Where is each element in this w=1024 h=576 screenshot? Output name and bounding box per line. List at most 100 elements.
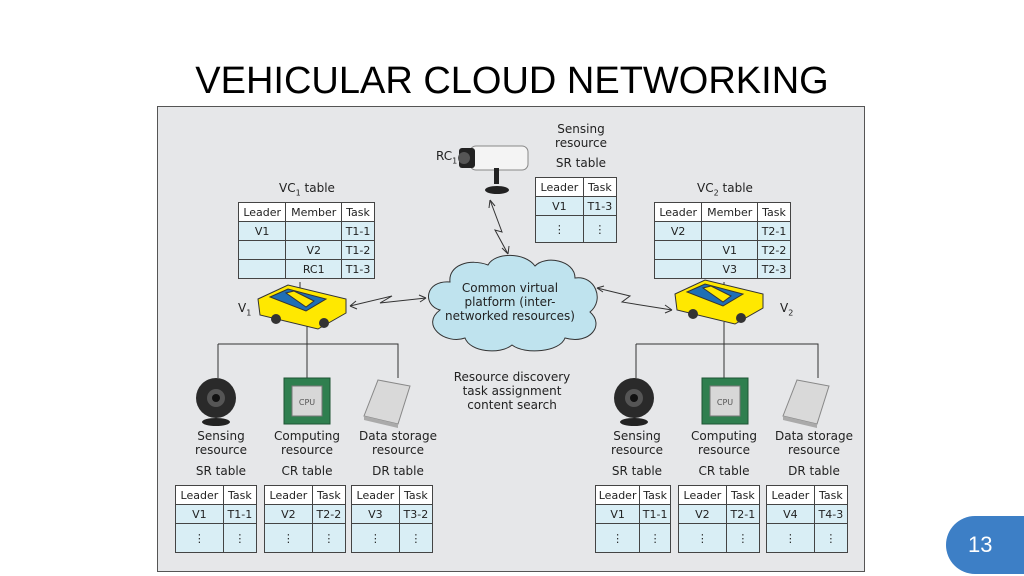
table-cell: ⋮	[725, 523, 761, 553]
cpu-chip-text: CPU	[717, 398, 733, 407]
vc1-title-sub: 1	[295, 188, 301, 198]
table-cell	[653, 240, 703, 260]
table-cell: V4	[766, 504, 815, 524]
table-header: Leader	[678, 485, 727, 505]
table-row: V1 T1-1	[237, 221, 375, 241]
table-cell: RC1	[285, 259, 343, 279]
table-cell	[237, 259, 287, 279]
table-cell: V1	[701, 240, 759, 260]
table-cell: V1	[237, 221, 287, 241]
table-cell: T1-2	[341, 240, 375, 260]
table-header: Leader	[264, 485, 313, 505]
table-cell	[653, 259, 703, 279]
table-cell	[701, 221, 759, 241]
top-sr-table-title: SR table	[555, 156, 607, 170]
table-cell: T2-1	[725, 504, 761, 524]
table-header: Leader	[535, 177, 584, 197]
page-number-badge: 13	[946, 516, 1024, 574]
table-header: Leader	[766, 485, 815, 505]
table-header: Leader	[175, 485, 224, 505]
table-row: ⋮⋮	[351, 523, 434, 553]
cloud-label: Common virtual platform (inter-networked…	[445, 281, 575, 323]
wireless-link-v2	[596, 285, 673, 314]
left-sensing-label: Sensing resource	[195, 429, 247, 457]
table-cell: T3-2	[398, 504, 434, 524]
table-cell: ⋮	[351, 523, 400, 553]
table-header: Task	[813, 485, 849, 505]
table-cell: T2-2	[757, 240, 791, 260]
vc1-title-rest: table	[300, 181, 335, 195]
cpu-chip-text: CPU	[299, 398, 315, 407]
cloud-icon	[428, 254, 598, 352]
vc2-table-title: VC2 table	[680, 181, 770, 200]
car-icon	[674, 279, 764, 325]
table-row: ⋮⋮	[766, 523, 849, 553]
table-cell: ⋮	[535, 215, 584, 243]
table-cell	[285, 221, 343, 241]
table-cell	[237, 240, 287, 260]
webcam-icon	[196, 378, 236, 426]
hard-drive-icon	[782, 379, 830, 428]
table-cell: T1-3	[341, 259, 375, 279]
table-cell: V1	[175, 504, 224, 524]
table-header: Task	[311, 485, 347, 505]
camera-icon	[458, 145, 529, 194]
v2-label: V2	[780, 301, 793, 320]
table-row: ⋮⋮	[175, 523, 258, 553]
table-header: Leader	[237, 202, 287, 222]
left-dr-title: DR table	[372, 464, 424, 478]
rc1-label-sub: 1	[452, 156, 458, 166]
cpu-chip-icon: CPU	[283, 377, 331, 425]
left-sr-title: SR table	[195, 464, 247, 478]
table-cell: ⋮	[264, 523, 313, 553]
table-cell: ⋮	[813, 523, 849, 553]
top-sensing-label: Sensing resource	[555, 122, 607, 150]
table-cell: ⋮	[222, 523, 258, 553]
right-sr-title: SR table	[611, 464, 663, 478]
table-cell: ⋮	[678, 523, 727, 553]
table-cell: V2	[264, 504, 313, 524]
table-cell: V1	[535, 196, 584, 216]
right-dr-title: DR table	[788, 464, 840, 478]
car-icon	[257, 284, 347, 330]
table-row: ⋮⋮	[535, 215, 618, 243]
table-cell: T1-1	[639, 504, 671, 524]
table-cell: T1-1	[341, 221, 375, 241]
vc2-title-sub: 2	[713, 188, 719, 198]
table-header: Leader	[653, 202, 703, 222]
table-header: Task	[222, 485, 258, 505]
table-header: Member	[701, 202, 759, 222]
hard-drive-icon	[363, 379, 411, 428]
table-header: Leader	[594, 485, 641, 505]
table-cell: T4-3	[813, 504, 849, 524]
rc1-label-main: RC	[436, 149, 453, 163]
table-cell: ⋮	[311, 523, 347, 553]
vc1-table-title: VC1 table	[262, 181, 352, 200]
table-cell: T1-1	[222, 504, 258, 524]
rc1-label: RC1	[436, 149, 457, 168]
right-storage-label: Data storage resource	[774, 429, 854, 457]
table-cell: V1	[594, 504, 641, 524]
table-cell: V2	[285, 240, 343, 260]
table-cell: ⋮	[594, 523, 641, 553]
table-header: Member	[285, 202, 343, 222]
table-cell: ⋮	[175, 523, 224, 553]
table-cell: V2	[653, 221, 703, 241]
